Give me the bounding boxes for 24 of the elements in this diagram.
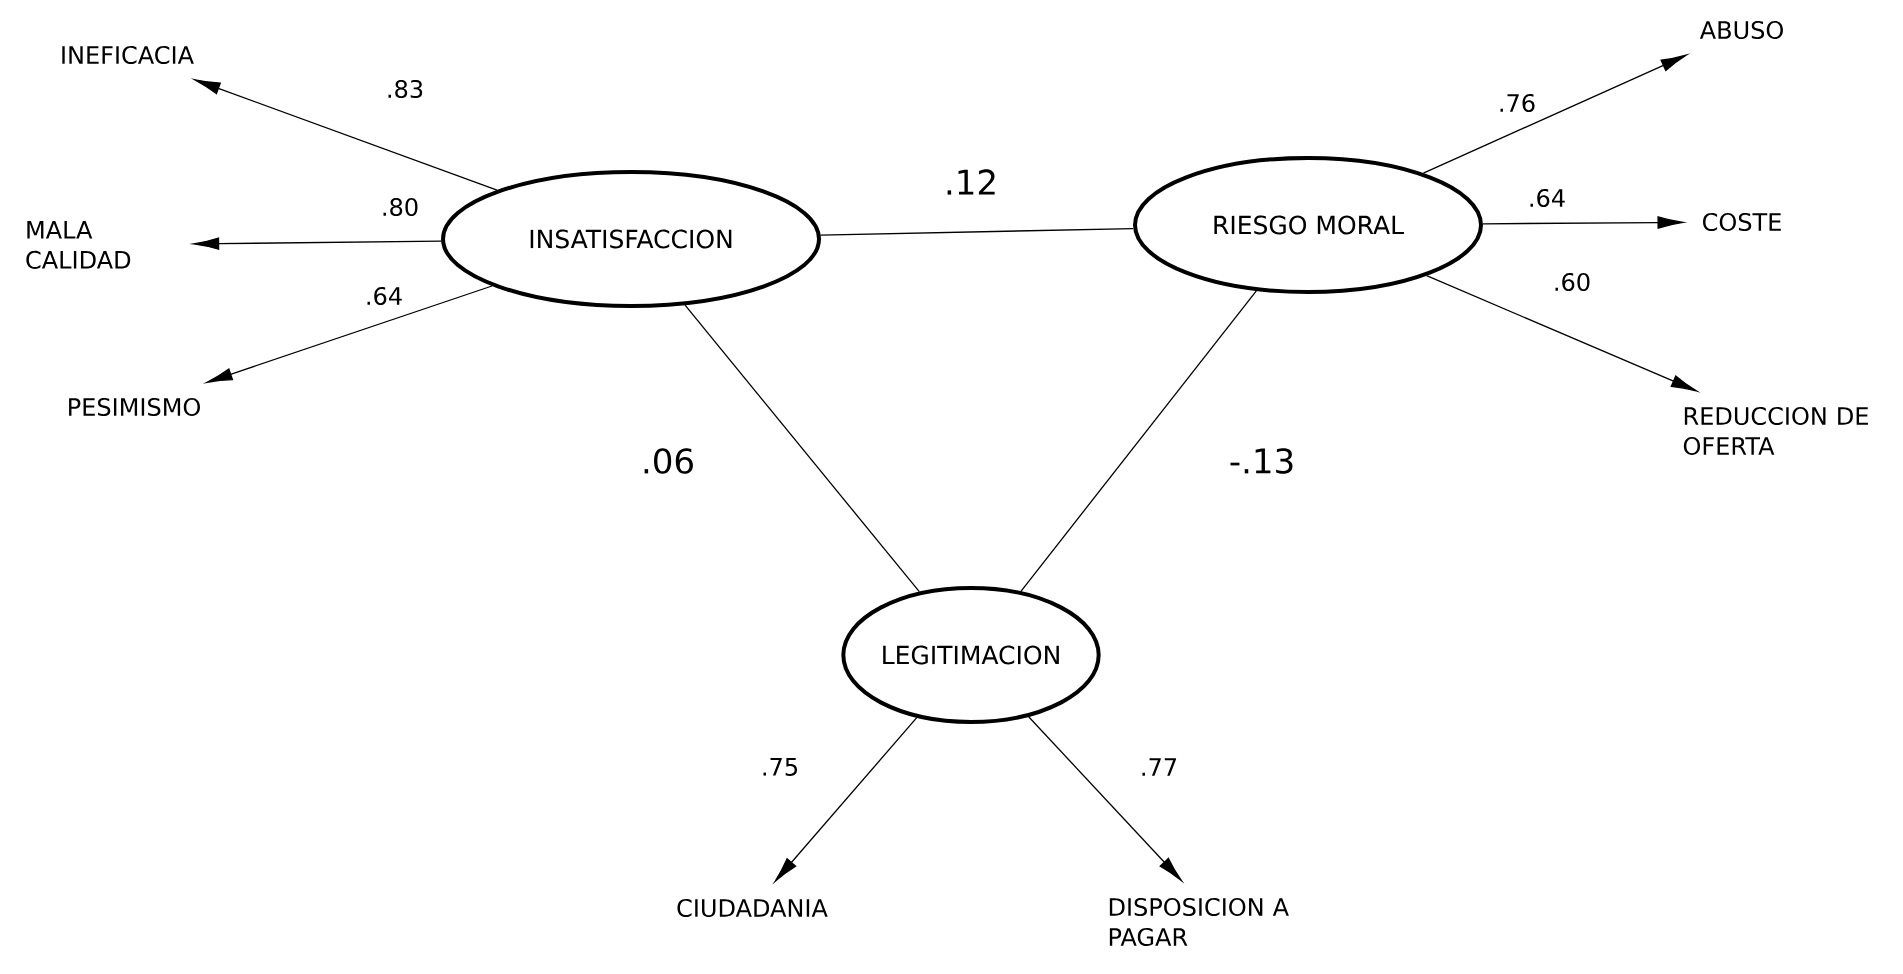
variable-label: CIUDADANIA: [677, 898, 828, 918]
path-coefficient: .80: [378, 195, 422, 219]
variable-label: PESIMISMO: [69, 397, 200, 417]
variable-label: INEFICACIA: [62, 45, 194, 65]
variable-label: REDUCCION DE OFERTA: [1683, 406, 1868, 456]
variable-label: DISPOSICION A PAGAR: [1109, 897, 1289, 947]
ellipse-node: RIESGO MORAL: [1133, 156, 1483, 294]
ellipse-node: LEGITIMACION: [841, 586, 1101, 724]
arrow: [1028, 716, 1182, 882]
arrow: [774, 717, 918, 882]
variable-label: MALA CALIDAD: [26, 221, 131, 269]
path-coefficient: .12: [942, 167, 1001, 197]
path-coefficient: .06: [639, 446, 698, 476]
ellipse-node: INSATISFACCION: [441, 170, 821, 308]
path-coefficient: .64: [1525, 186, 1569, 210]
path-coefficient: .60: [1550, 270, 1594, 294]
connector-line: [684, 304, 920, 593]
connector-line: [1020, 290, 1257, 592]
variable-label: ABUSO: [1699, 20, 1783, 40]
path-coefficient: .75: [758, 756, 802, 778]
path-coefficient: -.13: [1226, 446, 1298, 476]
connector-line: [820, 227, 1134, 236]
variable-label: COSTE: [1703, 212, 1781, 232]
path-coefficient: .77: [1137, 756, 1181, 778]
